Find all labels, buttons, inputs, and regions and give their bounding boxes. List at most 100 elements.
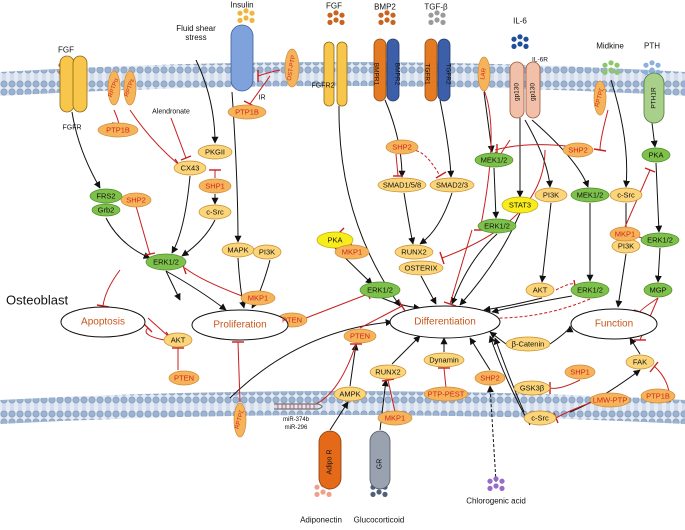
inhibition-line	[257, 69, 281, 77]
ptps-mkp1_a: MKP1	[248, 294, 268, 303]
inhibition-line	[599, 109, 609, 151]
nodes-akt_b-shape	[163, 332, 193, 348]
nodes-pi3k_a: PI3K	[259, 248, 275, 257]
fgfr2-label: FGFR2	[312, 83, 335, 90]
nodes-pi3k_b-shape	[534, 187, 568, 203]
ptps-pten_b: PTEN	[174, 374, 194, 383]
ligand-dots	[327, 10, 345, 25]
nodes-erk_b: ERK1/2	[367, 286, 393, 295]
insulin-label: Insulin	[230, 1, 253, 10]
ptps-ptp_pest-shape	[423, 386, 469, 402]
ptps-ptp1b_c-shape	[640, 388, 676, 404]
inhibition-line	[305, 293, 369, 319]
proliferation-shape	[191, 309, 289, 341]
inhibition-line	[443, 367, 447, 389]
nodes-mek_a-shape	[474, 152, 514, 168]
activation-arrow	[439, 99, 455, 178]
nodes-mgp-shape	[643, 282, 673, 298]
bmpr2-receptor	[386, 38, 400, 102]
inhibition-bar	[649, 361, 659, 373]
nodes-erk_d-shape	[640, 232, 680, 248]
gp130-b-receptor	[525, 61, 541, 119]
activation-arrow	[105, 217, 151, 259]
tgfr1-receptor	[424, 38, 438, 102]
ptps-mkp1_c-shape	[609, 226, 641, 242]
ptps-ost_ptp-shape	[284, 48, 300, 88]
ptps-shp1_a-shape	[198, 178, 232, 194]
activation-arrow	[391, 335, 421, 365]
ptps-shp2_c: SHP2	[568, 146, 588, 155]
nodes-pi3k_b: PI3K	[543, 191, 559, 200]
nodes-runx2_a: RUNX2	[401, 248, 426, 257]
tgfr2-receptor	[437, 38, 451, 102]
inhibition-bar	[180, 155, 192, 161]
differentiation-shape	[389, 305, 501, 339]
activation-arrow	[338, 105, 401, 307]
inhibition-bar	[398, 300, 406, 312]
activation-arrow	[539, 202, 552, 283]
tgfr1-label: TGFR1	[424, 63, 431, 85]
nodes-cx43-shape	[173, 160, 207, 176]
nodes-osterix: OSTERIX	[405, 264, 438, 273]
nodes-erk_c: ERK1/2	[577, 286, 603, 295]
nodes-pka_b: PKA	[648, 151, 663, 160]
ptps-ptp1b_b: PTP1B	[235, 108, 259, 117]
nodes-mek_b: MEK1/2	[577, 191, 604, 200]
nodes-gsk3b-shape	[513, 380, 551, 396]
nodes-erk_d: ERK1/2	[647, 236, 673, 245]
bmpr1-label: BMPR1	[373, 63, 380, 86]
tgfb-label: TGF-β	[424, 3, 448, 12]
inhibition-bar	[143, 323, 153, 333]
nodes-mek_a: MEK1/2	[481, 156, 508, 165]
ptps-shp1_b: SHP1	[570, 368, 590, 377]
nodes-frs2: FRS2	[96, 192, 115, 201]
activation-arrow	[650, 122, 658, 148]
ptps-lmw_ptp: LMW-PTP	[593, 396, 627, 405]
ptps-rptpe-shape	[123, 70, 137, 106]
ptps-mkp1_d-shape	[377, 410, 413, 426]
stat3: STAT3	[509, 201, 531, 210]
inhibition-line	[147, 317, 169, 337]
activation-arrow	[349, 343, 359, 387]
nodes-mgp: MGP	[649, 286, 666, 295]
fgfr-left-receptor	[59, 55, 75, 113]
nodes-fak: FAK	[633, 358, 647, 367]
inhibition-bar	[144, 252, 156, 256]
nodes-smad23-shape	[429, 177, 475, 193]
nodes-erk_b-shape	[359, 281, 401, 299]
gp130-a-label: gp130	[514, 83, 521, 101]
nodes-bcatenin: β-Catenin	[512, 340, 545, 349]
inhibition-line	[170, 117, 187, 159]
function-shape	[570, 308, 658, 340]
nodes-erk_a: ERK1/2	[484, 222, 510, 231]
activation-arrow	[229, 319, 393, 399]
ligand-dots	[428, 10, 446, 25]
fgf-left-label: FGF	[58, 46, 74, 55]
inhibition-line	[184, 267, 243, 297]
nodes-mapk: MAPK	[227, 246, 248, 255]
activation-arrow	[655, 162, 663, 233]
gp130-b-label: gp130	[530, 83, 537, 101]
inhibition-line	[237, 341, 241, 403]
nodes-dynamin-shape	[423, 352, 465, 368]
mirna-374b-label: miR-374b	[283, 417, 310, 423]
nodes-csrc_c-shape	[523, 410, 557, 426]
activation-arrow	[491, 295, 573, 314]
inhibition-line	[315, 343, 357, 405]
stat3-shape	[501, 196, 539, 214]
ir-label: IR	[259, 95, 266, 102]
fgf-top-label: FGF	[326, 2, 342, 11]
il6r-label: IL-6R	[532, 57, 548, 64]
activation-arrow	[450, 233, 498, 305]
ptps-rptpz_a-shape	[593, 80, 607, 116]
inhibition-line	[102, 269, 121, 307]
inhibition-line	[449, 229, 473, 305]
activation-arrow	[610, 79, 631, 188]
inhibition-line	[387, 379, 396, 413]
nodes-akt_b: AKT	[171, 336, 186, 345]
ligand-dots	[511, 34, 529, 50]
ptps-ptp1b_c: PTP1B	[646, 392, 670, 401]
midkine-label: Midkine	[596, 42, 624, 51]
adipo-r-receptor	[318, 430, 342, 490]
pth-label: PTH	[644, 42, 660, 51]
